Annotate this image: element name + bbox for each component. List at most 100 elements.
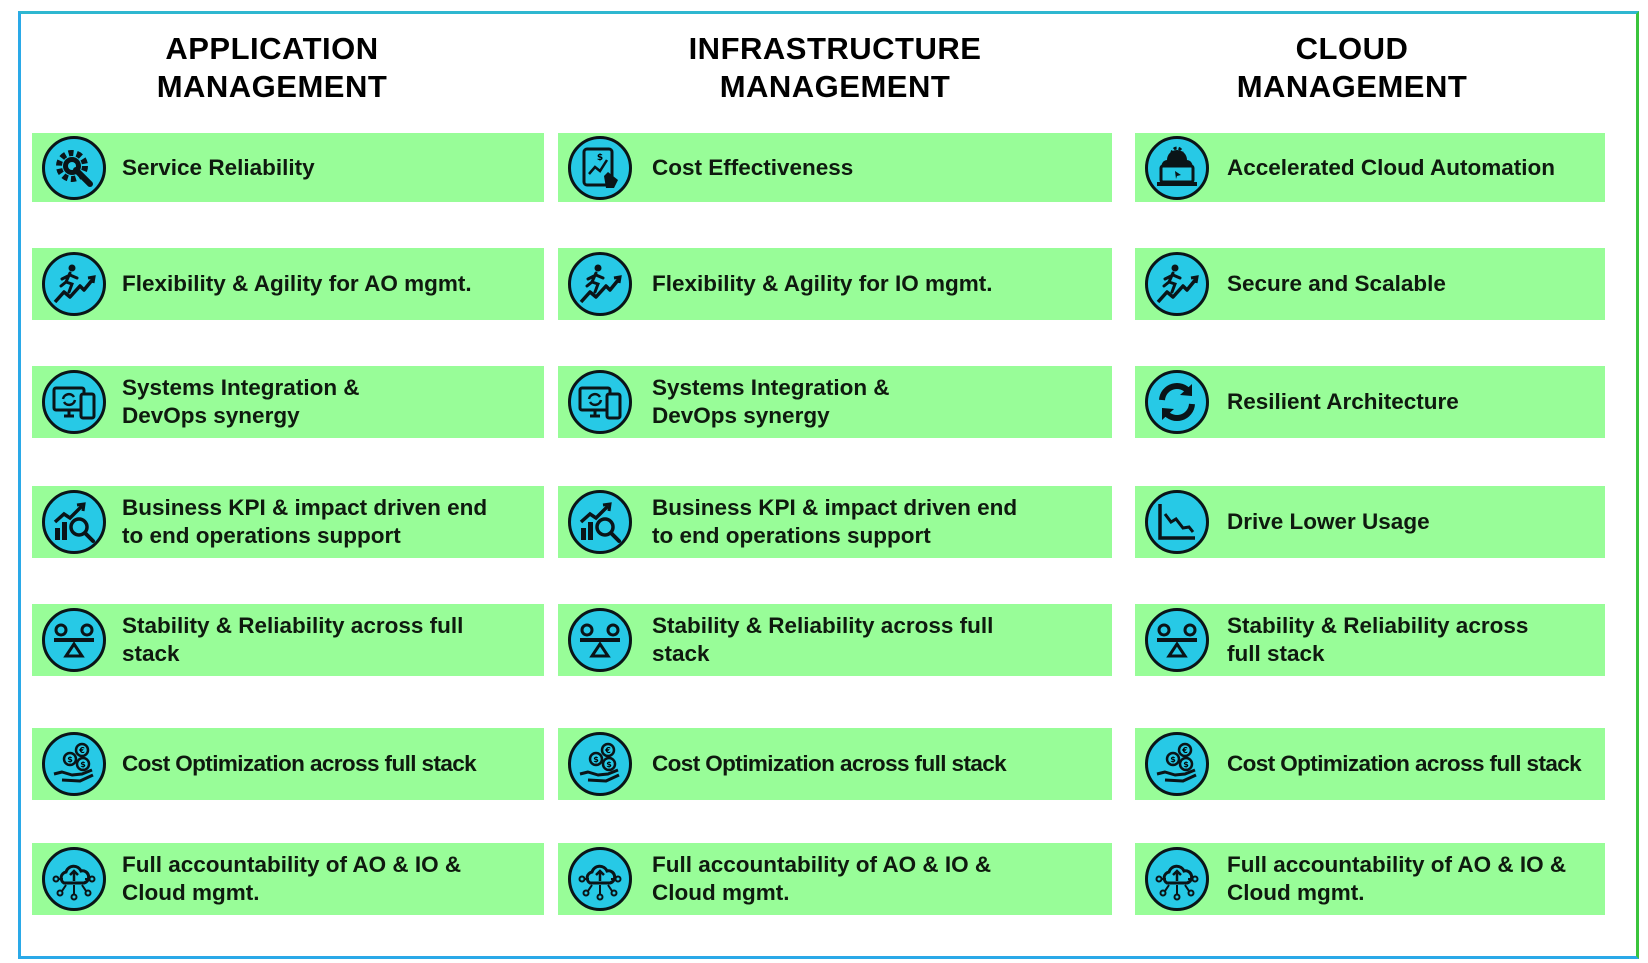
feature-label-line1: Resilient Architecture — [1227, 389, 1459, 414]
feature-label: Flexibility & Agility for AO mgmt. — [122, 270, 472, 298]
feature-card: Accelerated Cloud Automation — [1135, 133, 1605, 202]
feature-card: Flexibility & Agility for IO mgmt. — [558, 248, 1112, 320]
feature-label-line1: Full accountability of AO & IO & — [122, 852, 462, 877]
feature-label-line1: Business KPI & impact driven end — [652, 495, 1018, 520]
column-title-cloud: CLOUD MANAGEMENT — [1150, 30, 1554, 106]
feature-label-line2: DevOps synergy — [652, 403, 830, 428]
column-title-line1: CLOUD — [1295, 31, 1409, 66]
feature-card: Stability & Reliability across full stack — [32, 604, 544, 676]
feature-label-line1: Stability & Reliability across full — [652, 613, 994, 638]
chart-magnifier-icon — [42, 490, 106, 554]
svg-text:$: $ — [80, 760, 86, 769]
feature-card: € $ $ Cost Optimization across full stack — [32, 728, 544, 800]
svg-text:€: € — [78, 746, 85, 755]
feature-label-line1: Business KPI & impact driven end — [122, 495, 488, 520]
balance-scale-icon — [1145, 608, 1209, 672]
column-title-line1: INFRASTRUCTURE — [688, 31, 982, 66]
feature-card: Full accountability of AO & IO & Cloud mg… — [558, 843, 1112, 915]
feature-label: Service Reliability — [122, 154, 315, 182]
feature-label: Systems Integration & DevOps synergy — [652, 374, 890, 430]
chart-magnifier-icon — [568, 490, 632, 554]
feature-label: Cost Optimization across full stack — [652, 750, 1007, 778]
feature-label-line2: full stack — [1227, 641, 1325, 666]
balance-scale-icon — [42, 608, 106, 672]
feature-label-line1: Cost Optimization across full stack — [1227, 751, 1582, 776]
svg-text:$: $ — [1183, 760, 1189, 769]
feature-card: Systems Integration & DevOps synergy — [558, 366, 1112, 438]
devices-sync-icon — [42, 370, 106, 434]
feature-label: Systems Integration &DevOps synergy — [122, 374, 360, 430]
svg-text:$: $ — [67, 755, 73, 764]
feature-card: Service Reliability — [32, 133, 544, 202]
hand-coins-icon: € $ $ — [568, 732, 632, 796]
feature-label: Stability & Reliability across full stack — [122, 612, 463, 668]
devices-sync-icon — [568, 370, 632, 434]
feature-card: € $ $ Cost Optimization across full stack — [1135, 728, 1605, 800]
feature-card: Systems Integration &DevOps synergy — [32, 366, 544, 438]
feature-label-line2: DevOps synergy — [122, 403, 300, 428]
feature-label: Cost Optimization across full stack — [1227, 750, 1582, 778]
refresh-cycle-icon — [1145, 370, 1209, 434]
svg-text:€: € — [604, 746, 611, 755]
runner-growth-icon — [42, 252, 106, 316]
column-title-line2: MANAGEMENT — [156, 69, 388, 104]
laptop-cloud-icon — [1145, 135, 1209, 200]
feature-label: Resilient Architecture — [1227, 388, 1459, 416]
feature-label-line1: Cost Optimization across full stack — [122, 751, 477, 776]
feature-label-line1: Drive Lower Usage — [1227, 509, 1430, 534]
feature-label-line1: Service Reliability — [122, 154, 315, 180]
feature-label-line2: stack — [122, 641, 180, 666]
cloud-network-icon — [1145, 847, 1209, 911]
feature-card: Full accountability of AO & IO & Cloud mg… — [32, 843, 544, 915]
feature-label: Full accountability of AO & IO & Cloud mg… — [652, 851, 991, 907]
hand-coins-icon: € $ $ — [42, 732, 106, 796]
feature-label: Stability & Reliability across full stack — [1227, 612, 1528, 668]
column-title-application: APPLICATION MANAGEMENT — [70, 30, 474, 106]
feature-card: Drive Lower Usage — [1135, 486, 1605, 558]
feature-card: € $ $ Cost Optimization across full stack — [558, 728, 1112, 800]
feature-label-line1: Stability & Reliability across — [1227, 613, 1529, 638]
column-title-line2: MANAGEMENT — [719, 69, 951, 104]
feature-label: Cost Effectiveness — [652, 154, 853, 182]
feature-label-line2: to end operations support — [652, 523, 931, 548]
feature-label-line1: Cost Optimization across full stack — [652, 751, 1007, 776]
hand-coins-icon: € $ $ — [1145, 732, 1209, 796]
feature-label-line2: Cloud mgmt. — [122, 880, 260, 905]
feature-label-line1: Full accountability of AO & IO & — [1227, 852, 1567, 877]
svg-text:$: $ — [593, 755, 599, 764]
feature-card: Secure and Scalable — [1135, 248, 1605, 320]
feature-label: Cost Optimization across full stack — [122, 750, 477, 778]
feature-card: Resilient Architecture — [1135, 366, 1605, 438]
runner-growth-icon — [568, 252, 632, 316]
column-title-line1: APPLICATION — [165, 31, 379, 66]
runner-growth-icon — [1145, 252, 1209, 316]
feature-label: Business KPI & impact driven end to end o… — [652, 494, 1017, 550]
svg-text:$: $ — [606, 760, 612, 769]
feature-label-line1: Systems Integration & — [652, 375, 890, 400]
feature-label-line2: Cloud mgmt. — [652, 880, 790, 905]
declining-chart-icon — [1145, 490, 1209, 554]
feature-label: Full accountability of AO & IO & Cloud mg… — [1227, 851, 1566, 907]
svg-text:€: € — [1181, 746, 1188, 755]
cloud-network-icon — [42, 847, 106, 911]
feature-label-line1: Accelerated Cloud Automation — [1227, 154, 1555, 180]
feature-label-line2: to end operations support — [122, 523, 401, 548]
feature-card: Business KPI & impact driven end to end o… — [558, 486, 1112, 558]
feature-label-line1: Full accountability of AO & IO & — [652, 852, 992, 877]
feature-label: Business KPI & impact driven end to end o… — [122, 494, 487, 550]
feature-card: Flexibility & Agility for AO mgmt. — [32, 248, 544, 320]
svg-text:$: $ — [1170, 755, 1176, 764]
feature-label: Stability & Reliability across full stack — [652, 612, 993, 668]
column-title-infrastructure: INFRASTRUCTURE MANAGEMENT — [585, 30, 1085, 106]
feature-label-line2: Cloud mgmt. — [1227, 880, 1365, 905]
feature-label-line1: Flexibility & Agility for AO mgmt. — [122, 271, 472, 296]
feature-label: Flexibility & Agility for IO mgmt. — [652, 270, 992, 298]
feature-label: Accelerated Cloud Automation — [1227, 154, 1555, 182]
feature-label-line1: Stability & Reliability across full — [122, 613, 464, 638]
balance-scale-icon — [568, 608, 632, 672]
feature-label-line2: stack — [652, 641, 710, 666]
feature-label: Secure and Scalable — [1227, 270, 1446, 298]
column-title-line2: MANAGEMENT — [1236, 69, 1468, 104]
svg-text:$: $ — [597, 153, 603, 163]
feature-label: Full accountability of AO & IO & Cloud mg… — [122, 851, 461, 907]
